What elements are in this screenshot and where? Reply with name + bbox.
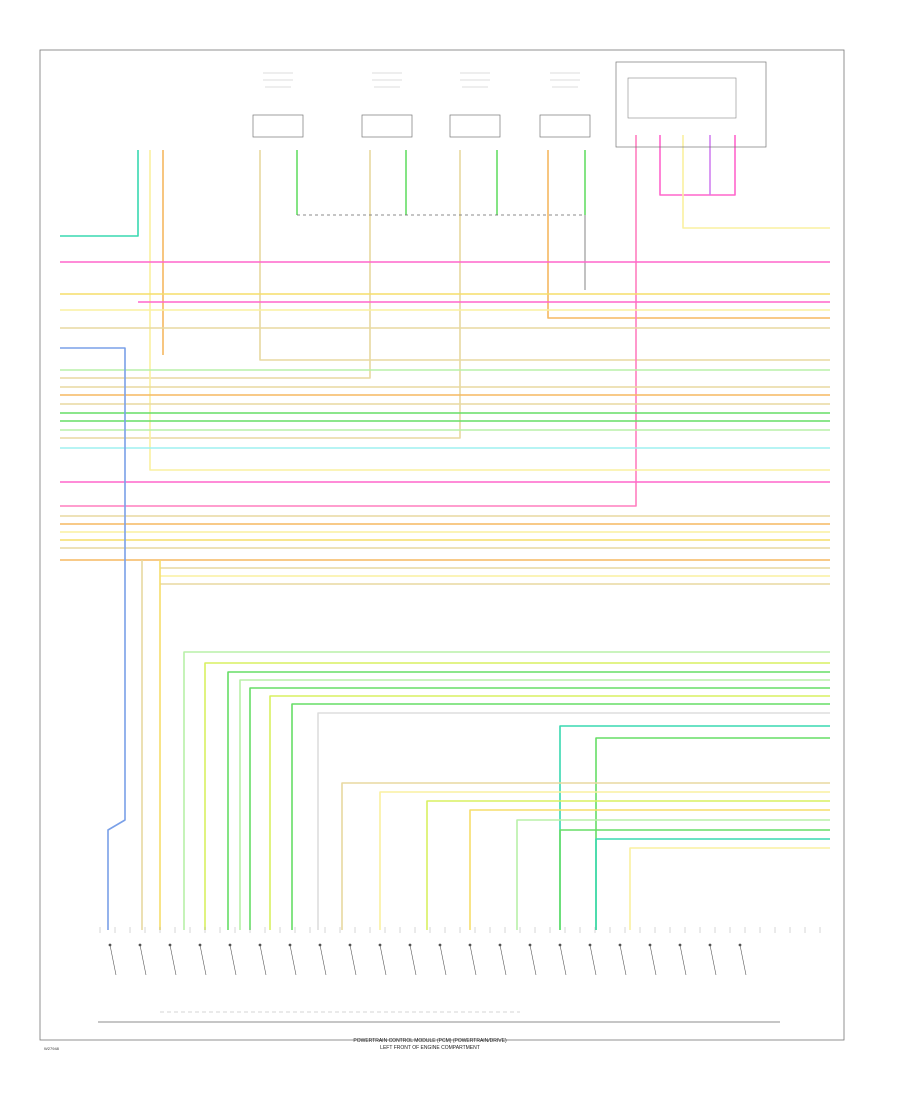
switch-contact — [409, 944, 417, 976]
switch-contact — [229, 944, 237, 976]
switch-pivot — [318, 943, 322, 947]
switch-contact — [439, 944, 447, 976]
switch-pivot — [378, 943, 382, 947]
wire — [559, 725, 830, 930]
footer-title-line1: POWERTRAIN CONTROL MODULE (PCM) (POWERTR… — [353, 1038, 507, 1044]
components-layer — [98, 61, 780, 1023]
sensor-connector — [252, 114, 304, 138]
wire — [379, 791, 830, 930]
switch-pivot — [138, 943, 142, 947]
wire — [595, 838, 830, 930]
wire — [60, 150, 371, 379]
switch-contact — [109, 944, 117, 976]
wires-layer — [60, 135, 830, 933]
switch-contact — [319, 944, 327, 976]
wire — [595, 737, 830, 930]
wire — [60, 150, 461, 439]
wire — [547, 150, 830, 319]
switch-contact — [349, 944, 357, 976]
switch-contact — [259, 944, 267, 976]
switch-pivot — [648, 943, 652, 947]
footer-title-line2: LEFT FRONT OF ENGINE COMPARTMENT — [380, 1045, 480, 1051]
diagram-frame — [39, 49, 845, 1041]
wire — [149, 150, 830, 471]
switch-contact — [469, 944, 477, 976]
wire — [559, 829, 830, 930]
wire — [341, 782, 830, 930]
wire — [317, 712, 830, 930]
switch-contact — [709, 944, 717, 976]
switch-contact — [379, 944, 387, 976]
wire — [259, 150, 830, 361]
switch-pivot — [198, 943, 202, 947]
switch-pivot — [408, 943, 412, 947]
wire — [629, 847, 830, 930]
wire — [659, 135, 736, 196]
figure-id: W27948 — [44, 1046, 60, 1051]
switch-contact — [139, 944, 147, 976]
wire — [60, 150, 139, 237]
switch-pivot — [288, 943, 292, 947]
wire — [249, 687, 830, 930]
switch-pivot — [528, 943, 532, 947]
fuse-relay-box — [615, 61, 767, 148]
switch-contact — [619, 944, 627, 976]
switch-contact — [499, 944, 507, 976]
switch-pivot — [168, 943, 172, 947]
wire — [682, 135, 830, 229]
switch-contact — [199, 944, 207, 976]
wire — [426, 800, 830, 930]
switch-pivot — [738, 943, 742, 947]
switch-pivot — [438, 943, 442, 947]
wire — [60, 135, 637, 507]
switch-pivot — [678, 943, 682, 947]
switch-pivot — [228, 943, 232, 947]
switch-pivot — [108, 943, 112, 947]
switch-pivot — [588, 943, 592, 947]
wire — [227, 671, 830, 930]
switch-pivot — [708, 943, 712, 947]
switch-pivot — [498, 943, 502, 947]
switch-contact — [529, 944, 537, 976]
sensor-connector — [361, 114, 413, 138]
switch-pivot — [258, 943, 262, 947]
switch-contact — [289, 944, 297, 976]
wire — [469, 809, 830, 930]
switch-pivot — [348, 943, 352, 947]
switch-contact — [649, 944, 657, 976]
wire — [291, 703, 830, 930]
switch-contact — [679, 944, 687, 976]
wire — [60, 347, 126, 930]
switch-contact — [739, 944, 747, 976]
switch-pivot — [468, 943, 472, 947]
sensor-connector — [539, 114, 591, 138]
switch-contact — [169, 944, 177, 976]
sensor-connector — [449, 114, 501, 138]
relay-block — [627, 77, 737, 119]
switch-pivot — [618, 943, 622, 947]
switch-pivot — [558, 943, 562, 947]
switch-contact — [559, 944, 567, 976]
switch-contact — [589, 944, 597, 976]
wire — [516, 819, 830, 930]
wire — [204, 662, 830, 930]
wire — [183, 651, 830, 930]
wire — [239, 679, 830, 930]
wire — [269, 695, 830, 930]
